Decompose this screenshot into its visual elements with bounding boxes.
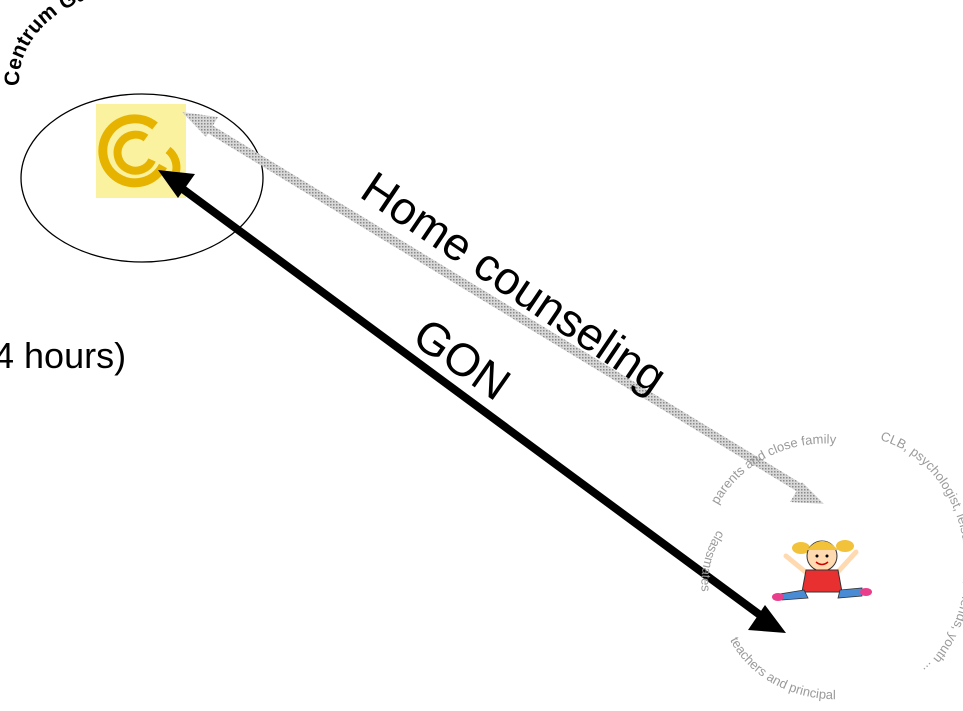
ring-text-bottom: teachers and principal: [727, 634, 836, 702]
centrum-title: Centrum Ganspoel: [1, 0, 157, 86]
left-text-fragment: 4 hours): [0, 335, 127, 376]
ring-text-left: classmates: [698, 528, 728, 592]
ring-text-right: CLB, psychologist, leisure time, friends…: [879, 428, 963, 678]
gon-arrow: [158, 170, 786, 633]
home-counseling-arrow: [182, 112, 824, 504]
child-clipart-icon: [772, 540, 872, 601]
centrum-circle: [20, 93, 264, 263]
